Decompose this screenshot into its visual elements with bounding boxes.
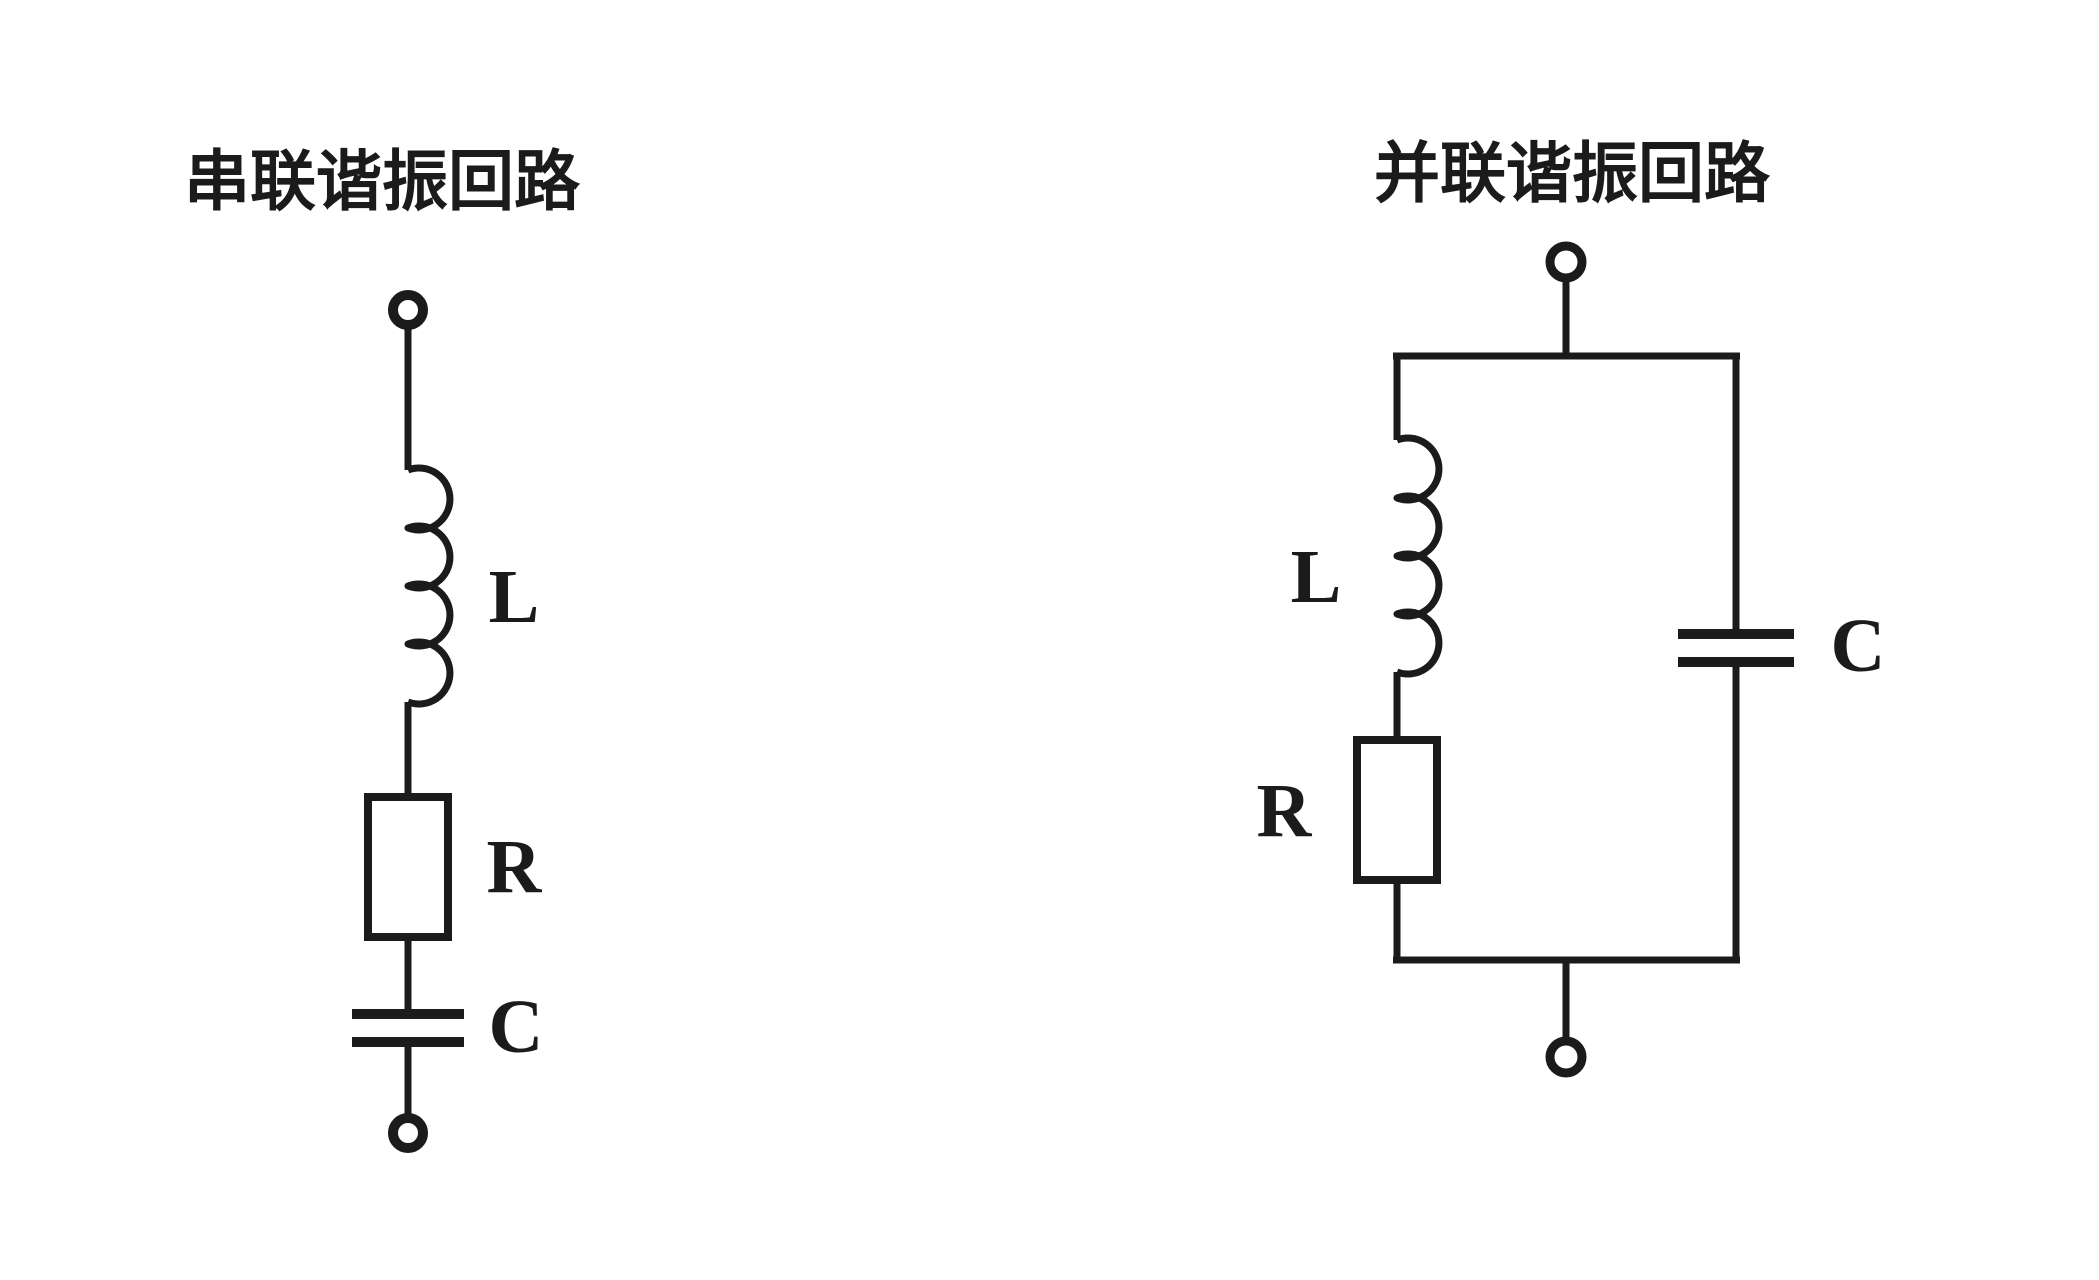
inductor-label: L xyxy=(489,555,540,639)
terminal-node xyxy=(388,1113,428,1153)
series-resonant-circuit: 串联谐振回路 L R C xyxy=(184,146,581,1153)
resistor-body xyxy=(1353,736,1441,884)
resistor-label: R xyxy=(487,825,543,909)
resistor-label: R xyxy=(1257,769,1313,853)
series-circuit-title: 串联谐振回路 xyxy=(184,146,581,219)
inductor-label: L xyxy=(1291,535,1342,619)
capacitor-label: C xyxy=(1831,604,1886,688)
inductor-coil xyxy=(1393,434,1443,678)
terminal-node xyxy=(388,290,428,330)
resistor-body xyxy=(364,793,452,941)
parallel-resonant-circuit: 并联谐振回路 L R C xyxy=(1257,138,1886,1078)
capacitor-label: C xyxy=(489,985,544,1069)
terminal-node xyxy=(1545,1036,1587,1078)
parallel-circuit-title: 并联谐振回路 xyxy=(1374,138,1771,211)
inductor-coil xyxy=(404,464,454,708)
terminal-node xyxy=(1545,241,1587,283)
